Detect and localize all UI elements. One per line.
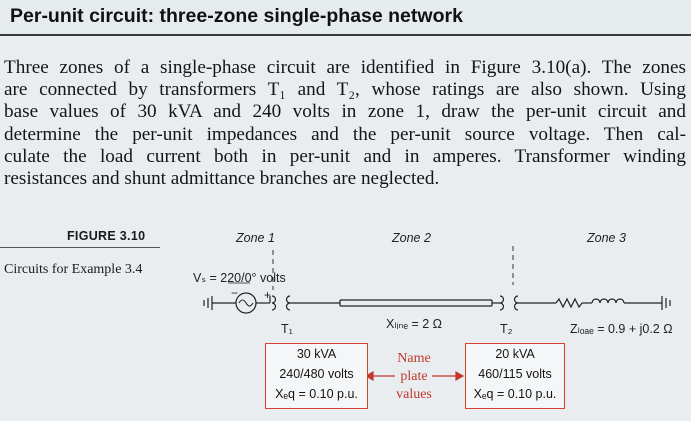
- line-reactance-label: Xₗᵢₙₑ = 2 Ω: [386, 317, 442, 331]
- ground-icon: [203, 296, 236, 310]
- plus-sign: +: [264, 288, 271, 302]
- t2-rating-reactance: Xₑq = 0.10 p.u.: [473, 387, 557, 401]
- ground-icon: [661, 296, 671, 310]
- transformer-t1-icon: [271, 295, 291, 311]
- transmission-line: [290, 299, 500, 307]
- t2-label: T₂: [500, 322, 513, 336]
- paragraph-line: determine the per-unit impedances and th…: [4, 123, 686, 145]
- nameplate-arrow-right: [432, 370, 465, 382]
- transformer-t2-icon: [499, 295, 519, 311]
- zone-label: Zone 1: [235, 231, 275, 245]
- t2-nameplate-box: 20 kVA 460/115 volts Xₑq = 0.10 p.u.: [465, 343, 565, 409]
- source-voltage-label: Vₛ = 220/0° volts: [193, 271, 286, 285]
- zone-label: Zone 2: [391, 231, 431, 245]
- zone-label: Zone 3: [586, 231, 626, 245]
- problem-paragraph: Three zones of a single-phase circuit ar…: [4, 57, 686, 190]
- paragraph-line: resistances and shunt admittance branche…: [4, 167, 440, 189]
- paragraph-line: base values of 30 kVA and 240 volts in z…: [4, 101, 686, 123]
- figure-caption: Circuits for Example 3.4: [4, 262, 143, 277]
- t2-rating-voltage: 460/115 volts: [478, 367, 552, 381]
- t1-rating-voltage: 240/480 volts: [279, 367, 354, 381]
- t1-nameplate-box: 30 kVA 240/480 volts Xₑq = 0.10 p.u.: [265, 343, 368, 409]
- t1-rating-power: 30 kVA: [296, 347, 337, 361]
- nameplate-label: Name plate values: [388, 350, 440, 404]
- minus-sign: −: [231, 286, 238, 300]
- ac-source-icon: [235, 292, 257, 314]
- title-bar: Per-unit circuit: three-zone single-phas…: [0, 0, 691, 36]
- paragraph-line: Three zones of a single-phase circuit ar…: [4, 57, 686, 78]
- load-impedance-label: Zₗₒₐₑ = 0.9 + j0.2 Ω: [570, 322, 673, 336]
- figure-label: FIGURE 3.10: [67, 229, 146, 243]
- nameplate-word: plate: [400, 369, 428, 384]
- nameplate-word: values: [396, 387, 432, 402]
- t2-rating-power: 20 kVA: [495, 347, 535, 361]
- paragraph-line: are connected by transformers T₁ and T₂,…: [4, 79, 686, 101]
- t1-rating-reactance: Xₑq = 0.10 p.u.: [275, 387, 358, 401]
- paragraph-line: culate the load current both in per-unit…: [4, 145, 686, 167]
- t1-label: T₁: [281, 322, 293, 336]
- section-heading: Per-unit circuit: three-zone single-phas…: [10, 5, 463, 27]
- nameplate-arrow-left: [364, 370, 395, 382]
- load-impedance-icon: [518, 297, 662, 309]
- nameplate-word: Name: [397, 351, 431, 366]
- figure-rule: [0, 247, 160, 248]
